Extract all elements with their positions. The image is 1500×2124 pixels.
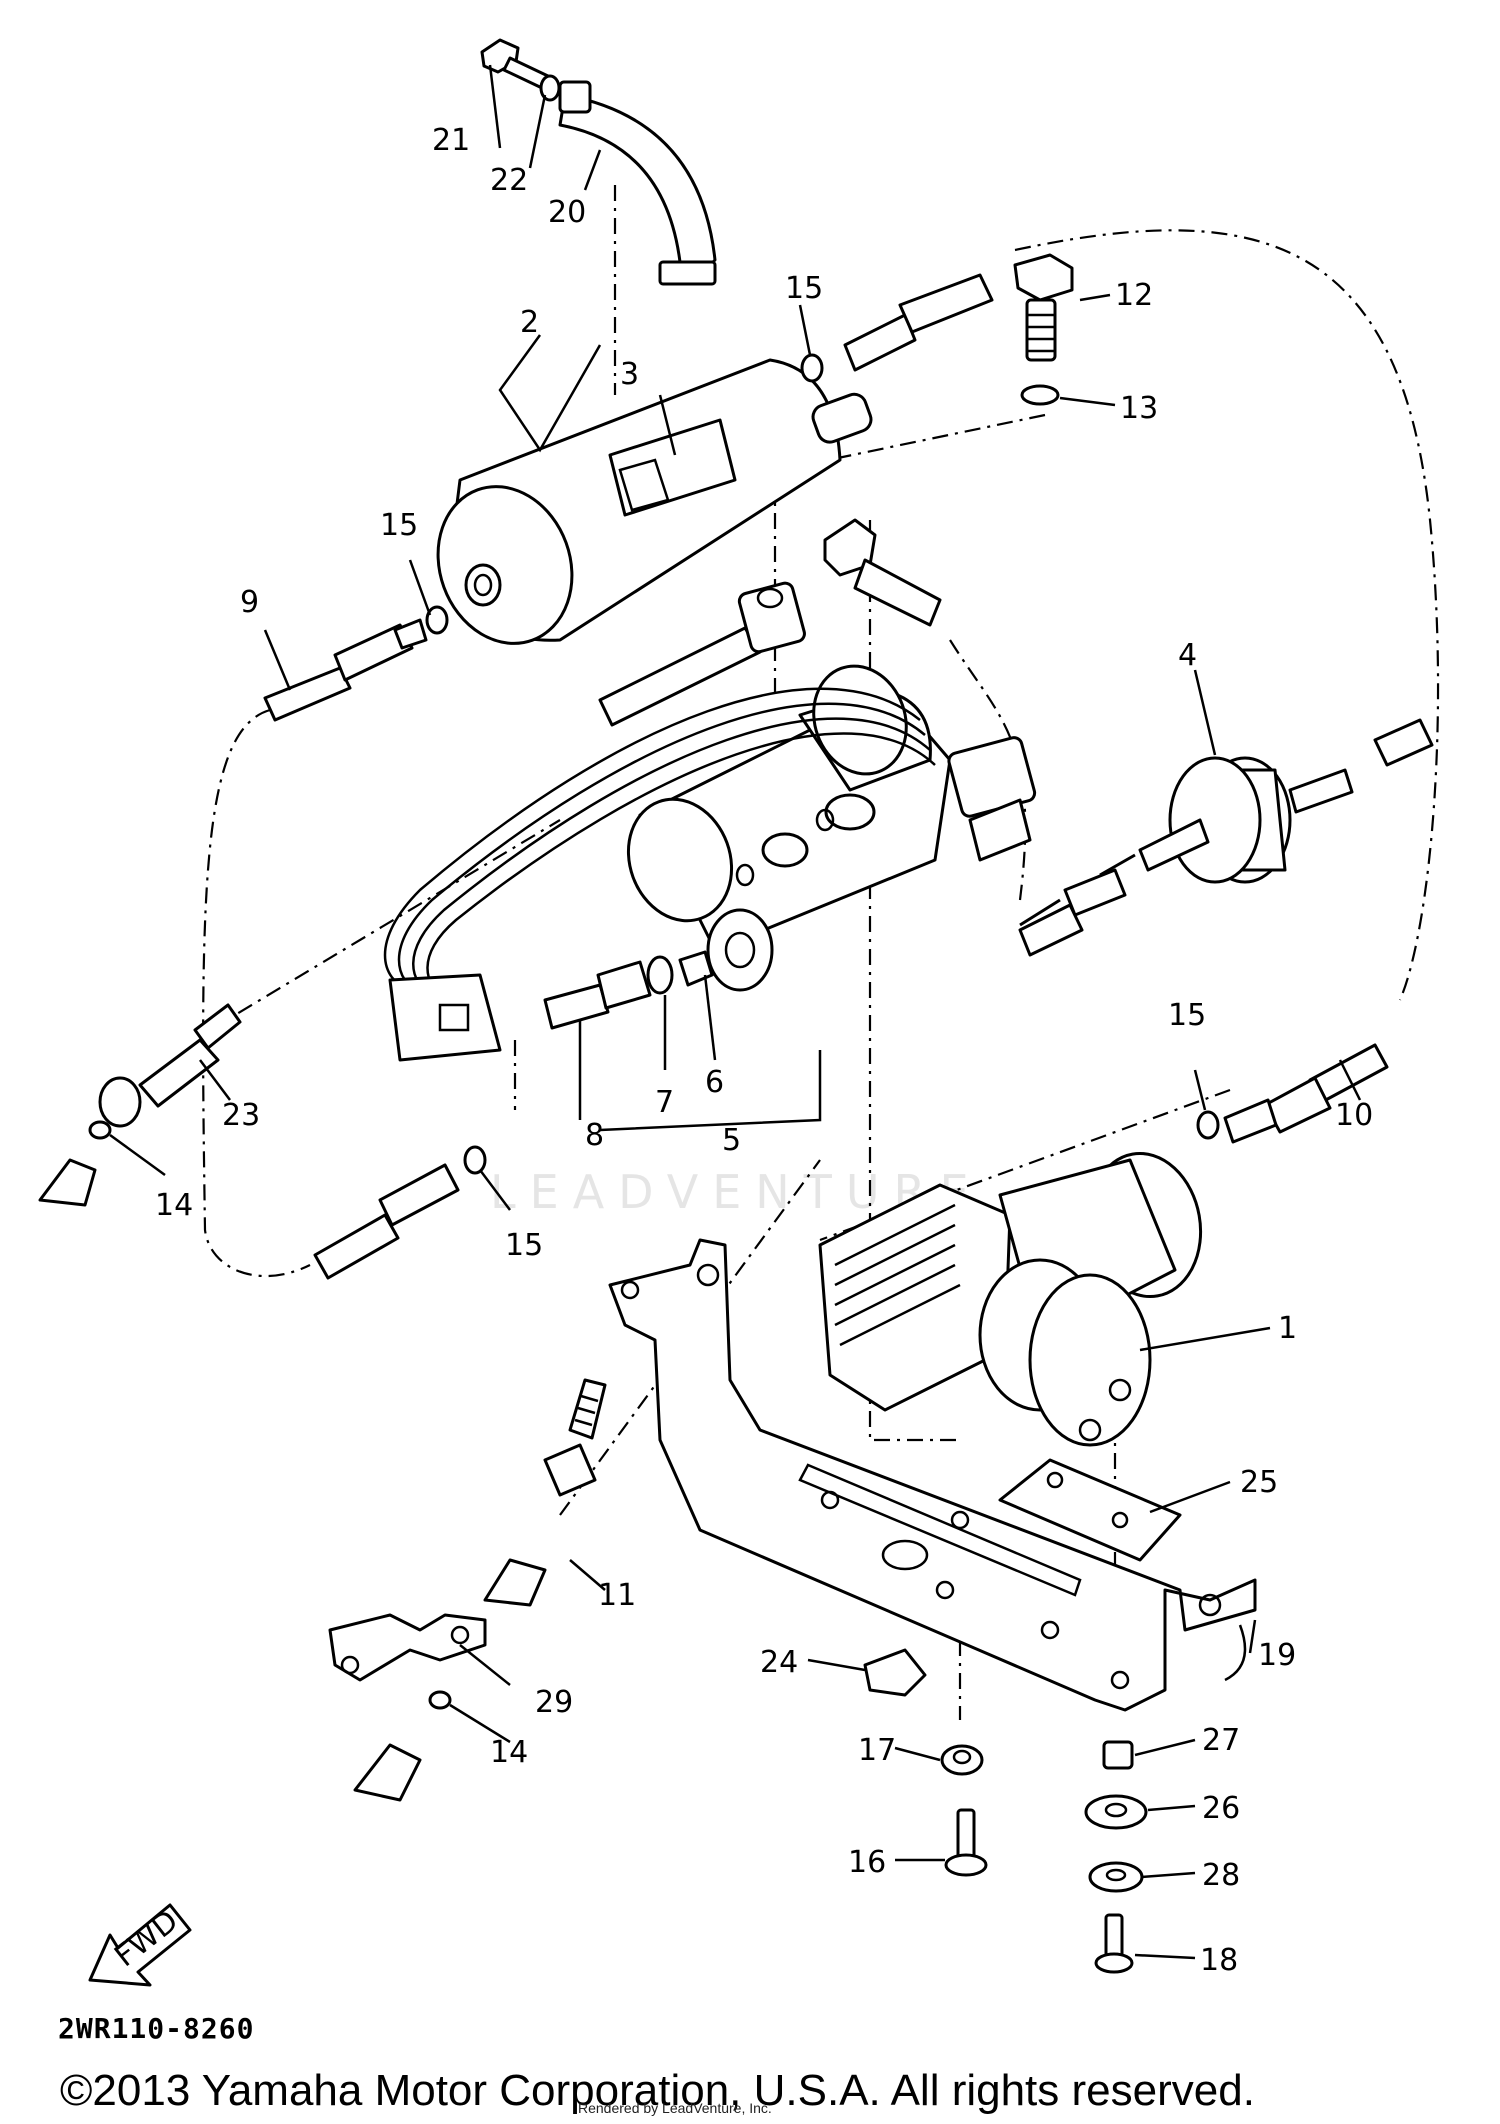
pulsation-damper bbox=[1018, 718, 1434, 957]
o-ring-14b bbox=[428, 1690, 452, 1710]
callout-25: 25 bbox=[1240, 1465, 1278, 1500]
callout-15-right: 15 bbox=[1168, 998, 1206, 1033]
damper-26 bbox=[1084, 1794, 1148, 1830]
grommet-24 bbox=[863, 1648, 927, 1697]
callout-21: 21 bbox=[432, 123, 470, 158]
callout-14-left: 14 bbox=[155, 1188, 193, 1223]
solenoid-connector bbox=[947, 736, 1037, 862]
washer-13 bbox=[1020, 384, 1060, 406]
sensor-fitting-11 bbox=[483, 1378, 607, 1607]
banjo-bolt-12 bbox=[1013, 253, 1074, 362]
callout-23: 23 bbox=[222, 1098, 260, 1133]
callout-9: 9 bbox=[240, 585, 259, 620]
filter-6 bbox=[678, 950, 714, 987]
callout-20: 20 bbox=[548, 195, 586, 230]
callout-28: 28 bbox=[1202, 1858, 1240, 1893]
callout-6: 6 bbox=[705, 1065, 724, 1100]
callout-1: 1 bbox=[1278, 1311, 1297, 1346]
rendered-by-note: Rendered by LeadVenture, Inc. bbox=[578, 2100, 772, 2116]
o-ring-15a bbox=[425, 605, 449, 635]
mounting-bracket bbox=[608, 1238, 1257, 1712]
callout-labels: 21 22 20 2 3 15 12 13 15 9 4 15 10 6 7 8… bbox=[155, 123, 1373, 1978]
callout-15-left: 15 bbox=[380, 508, 418, 543]
diagram-code: 2WR110-8260 bbox=[58, 2012, 255, 2045]
bolt-18 bbox=[1094, 1913, 1134, 1974]
callout-19: 19 bbox=[1258, 1638, 1296, 1673]
callout-11: 11 bbox=[598, 1578, 636, 1613]
union-fitting-upper bbox=[598, 518, 942, 727]
callout-18: 18 bbox=[1200, 1943, 1238, 1978]
leader-lines bbox=[109, 64, 1362, 1960]
callout-8: 8 bbox=[585, 1118, 604, 1153]
collar-27 bbox=[1102, 1740, 1134, 1770]
hose-fitting-23 bbox=[98, 1003, 242, 1128]
washer-28 bbox=[1088, 1861, 1144, 1893]
fuel-pump-body bbox=[436, 358, 873, 645]
fitting-8 bbox=[543, 960, 652, 1030]
hose-fitting-10 bbox=[1223, 1043, 1389, 1144]
fwd-arrow: FWD bbox=[88, 1903, 192, 1987]
washer-7 bbox=[646, 955, 674, 995]
hose-fitting-lower bbox=[313, 1163, 460, 1280]
callout-5: 5 bbox=[722, 1123, 741, 1158]
callout-26: 26 bbox=[1202, 1791, 1240, 1826]
copyright-notice: ©2013 Yamaha Motor Corporation, U.S.A. A… bbox=[60, 2066, 1255, 2115]
callout-24: 24 bbox=[760, 1645, 798, 1680]
callout-15-lower: 15 bbox=[505, 1228, 543, 1263]
callout-16: 16 bbox=[848, 1845, 886, 1880]
callout-14-lower: 14 bbox=[490, 1735, 528, 1770]
strap-bracket bbox=[558, 80, 717, 286]
bracket-29 bbox=[328, 1613, 487, 1682]
callout-13: 13 bbox=[1120, 391, 1158, 426]
o-ring-15b bbox=[800, 353, 824, 383]
upper-right-fitting bbox=[843, 273, 994, 372]
wiring-harness bbox=[383, 687, 936, 1062]
callout-10: 10 bbox=[1335, 1098, 1373, 1133]
rubber-plate-25 bbox=[998, 1458, 1182, 1562]
nut-17 bbox=[940, 1744, 984, 1776]
sensor-cable-left bbox=[38, 1158, 97, 1207]
o-ring-14a bbox=[88, 1120, 112, 1140]
callout-29: 29 bbox=[535, 1685, 573, 1720]
callout-7: 7 bbox=[655, 1085, 674, 1120]
hose-fitting-9 bbox=[263, 618, 428, 722]
bolt-16 bbox=[944, 1808, 988, 1877]
callout-17: 17 bbox=[858, 1733, 896, 1768]
washer-22 bbox=[539, 74, 561, 102]
callout-4: 4 bbox=[1178, 638, 1197, 673]
callout-3: 3 bbox=[620, 357, 639, 392]
solenoid-valve-block bbox=[626, 664, 952, 992]
callout-12: 12 bbox=[1115, 278, 1153, 313]
callout-2: 2 bbox=[520, 305, 539, 340]
o-ring-15c bbox=[463, 1145, 487, 1175]
pump-motor-unit bbox=[818, 1151, 1203, 1447]
sensor-cable-lower bbox=[353, 1743, 422, 1802]
o-ring-15d bbox=[1196, 1110, 1220, 1140]
callout-22: 22 bbox=[490, 163, 528, 198]
callout-27: 27 bbox=[1202, 1723, 1240, 1758]
callout-15-top: 15 bbox=[785, 271, 823, 306]
